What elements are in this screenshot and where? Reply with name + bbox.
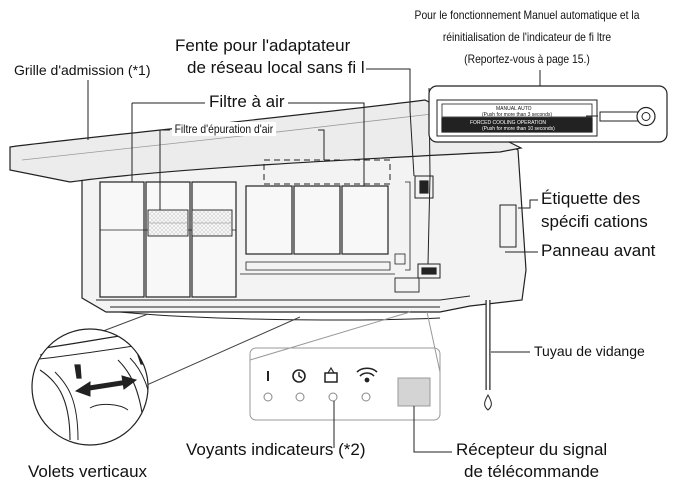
- unit-outlet: [96, 295, 471, 308]
- specification-label: [499, 204, 517, 248]
- plate-manual-auto: MANUAL AUTO: [496, 106, 532, 112]
- label-voyants: Voyants indicateurs (*2): [186, 440, 366, 459]
- label-fente-line2: de réseau local sans fi l: [187, 58, 365, 77]
- indicator-panel: [249, 347, 441, 421]
- air-filter-5: [293, 185, 341, 255]
- air-filter-2: [145, 181, 191, 298]
- filter-icon: [324, 366, 338, 383]
- label-recepteur-line1: Récepteur du signal: [456, 440, 608, 459]
- air-filter-1: [99, 181, 145, 298]
- air-filter-6: [341, 185, 389, 255]
- purification-filter-dashed: [263, 159, 391, 185]
- manual-auto-button: [417, 263, 441, 279]
- wifi-icon: [356, 367, 378, 383]
- air-filter-4: [245, 185, 293, 255]
- plate-manual-auto-sub: (Push for more than 3 seconds): [482, 112, 553, 118]
- wifi-adapter-slot: [414, 175, 434, 199]
- label-fente-line1: Fente pour l'adaptateur: [175, 36, 351, 55]
- timer-icon: [292, 369, 306, 383]
- intake-grille: [9, 99, 523, 183]
- label-filtre-air: Filtre à air: [206, 92, 288, 113]
- label-manuel-line1: Pour le fonctionnement Manuel automatiqu…: [414, 8, 640, 22]
- plate-forced-cooling-sub: (Push for more than 10 seconds): [482, 126, 555, 132]
- label-manuel-line2: réinitialisation de l'indicateur de fi l…: [442, 30, 612, 44]
- label-etiquette-line2: spécifi cations: [541, 212, 648, 231]
- label-panneau: Panneau avant: [541, 241, 656, 260]
- key-tool: [599, 111, 641, 122]
- label-etiquette-line1: Étiquette des: [541, 189, 641, 208]
- label-grille: Grille d'admission (*1): [14, 62, 151, 78]
- label-recepteur-line2: de télécommande: [464, 462, 600, 481]
- air-filter-3: [191, 181, 237, 298]
- plate-forced-cooling: FORCED COOLING OPERATION: [470, 120, 547, 126]
- label-tuyau: Tuyau de vidange: [534, 343, 645, 359]
- water-drop: [484, 393, 492, 411]
- label-manuel-line3: (Reportez-vous à page 15.): [464, 52, 590, 66]
- label-filtre-epuration: Filtre d'épuration d'air: [172, 122, 276, 137]
- remote-receiver: [397, 377, 431, 407]
- label-volets: Volets verticaux: [28, 462, 148, 481]
